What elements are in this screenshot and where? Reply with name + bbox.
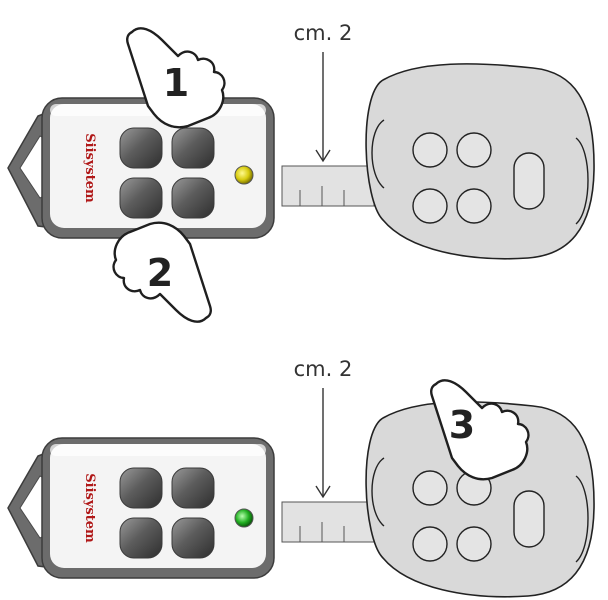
step-number-1: 1 [163, 61, 189, 105]
car-key-trunk-button[interactable] [513, 490, 545, 548]
distance-label: cm. 2 [294, 21, 353, 45]
remote-button-3[interactable] [119, 517, 163, 559]
remote-button-2[interactable] [171, 127, 215, 169]
ruler-gauge-icon [281, 165, 375, 207]
ruler-gauge-icon [281, 501, 375, 543]
car-key-trunk-button[interactable] [513, 152, 545, 210]
car-key-button-1[interactable] [412, 470, 448, 506]
car-key-button-3[interactable] [412, 526, 448, 562]
panel-1: Siisystem 1 2 cm. 2 [7, 21, 595, 323]
remote-button-2[interactable] [171, 467, 215, 509]
brand-logo: Siisystem [82, 473, 97, 543]
car-key-fob-icon [365, 401, 595, 598]
remote-button-1[interactable] [119, 127, 163, 169]
distance-arrow [315, 52, 331, 163]
car-key-button-2[interactable] [456, 132, 492, 168]
distance-label: cm. 2 [294, 357, 353, 381]
remote-button-4[interactable] [171, 517, 215, 559]
car-key-button-4[interactable] [456, 526, 492, 562]
remote-button-1[interactable] [119, 467, 163, 509]
distance-arrow [315, 388, 331, 499]
car-key-button-1[interactable] [412, 132, 448, 168]
car-key-button-3[interactable] [412, 188, 448, 224]
step-number-2: 2 [147, 251, 173, 295]
led-indicator-icon [234, 165, 254, 185]
panel-2: Siisystem cm. 2 [7, 357, 595, 598]
remote-button-3[interactable] [119, 177, 163, 219]
led-indicator-icon [234, 508, 254, 528]
car-key-button-4[interactable] [456, 188, 492, 224]
garage-remote: Siisystem [7, 97, 275, 239]
step-number-3: 3 [449, 403, 475, 447]
car-key-fob-icon [365, 63, 595, 260]
remote-button-4[interactable] [171, 177, 215, 219]
brand-logo: Siisystem [82, 133, 97, 203]
garage-remote: Siisystem [7, 437, 275, 579]
